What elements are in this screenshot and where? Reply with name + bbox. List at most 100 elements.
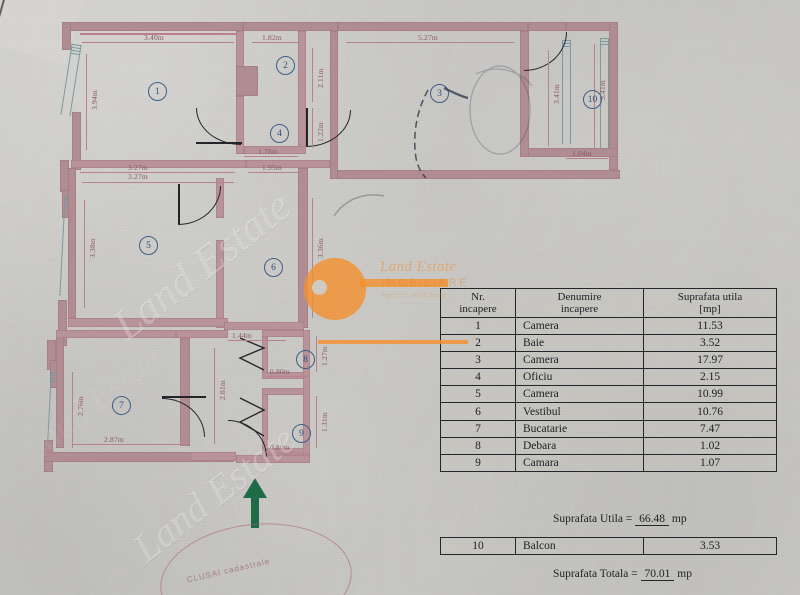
- balcony-area: 3.53: [643, 536, 777, 556]
- wall-room8-top: [262, 330, 310, 337]
- suprafata-totala-summary: Suprafata Totala = 70.01 mp: [553, 568, 692, 581]
- dim-room8-right: 1.27m: [320, 346, 329, 366]
- row-name: Oficiu: [515, 368, 644, 387]
- dimline-room9-width: [266, 452, 308, 453]
- room-number-8: 8: [296, 350, 315, 369]
- header-area: Suprafata utila [mp]: [643, 288, 777, 318]
- door-room7: [162, 398, 205, 437]
- wall-top-notch: [528, 22, 566, 31]
- dim-room9-right: 1.31m: [320, 412, 329, 432]
- wall-balcony-left: [520, 31, 529, 157]
- wall-room9-left: [262, 394, 268, 450]
- door-balcony: [524, 32, 567, 71]
- ghost-watermark-left: Land Estate: [14, 331, 175, 471]
- utila-unit: mp: [671, 513, 687, 525]
- dimline-room6-right: [312, 198, 313, 318]
- dim-room8-width: 0.80m: [270, 367, 290, 376]
- dim-room2-right: 2.11m: [316, 68, 325, 88]
- dimline-room9-right: [316, 396, 317, 448]
- wall-room5-bottom: [68, 318, 228, 327]
- row-area: 1.02: [643, 436, 777, 455]
- dim-room2-top: 1.82m: [262, 33, 282, 42]
- door-leaf-room5: [178, 184, 180, 224]
- wall-left-top: [62, 22, 71, 50]
- row-area: 2.15: [643, 368, 777, 387]
- dimline-room7-right: [214, 348, 215, 444]
- row-nr: 3: [440, 351, 516, 370]
- key-shaft: [360, 279, 448, 287]
- balcony-name: Balcon: [515, 536, 644, 556]
- dim-room3-top: 5.27m: [418, 33, 438, 42]
- row-name: Bucatarie: [515, 419, 644, 438]
- utila-value: 66.48: [635, 513, 670, 526]
- dim-room9-width: 0.80m: [270, 443, 290, 452]
- dim-balcony-bottom: 1.04m: [572, 149, 592, 158]
- dimline-balcony-bottom: [566, 158, 608, 159]
- dimline-room2-right: [312, 48, 313, 102]
- table-head: Nr. incapere Denumire incapere Suprafata…: [440, 288, 777, 318]
- utila-label: Suprafata Utila =: [553, 513, 633, 525]
- row-nr: 2: [440, 334, 516, 353]
- totala-unit: mp: [677, 568, 692, 580]
- dimline-room1-bottom: [80, 172, 235, 173]
- wall-closets-right: [303, 330, 310, 455]
- wall-left-mid2: [60, 160, 69, 192]
- door-room1: [196, 108, 241, 145]
- entry-arrow-icon: [243, 478, 267, 528]
- wall-room5-left: [68, 168, 76, 318]
- row-name: Baie: [515, 334, 644, 353]
- row-name: Camara: [515, 453, 644, 472]
- row-nr: 6: [440, 402, 516, 421]
- row-name: Camera: [515, 385, 644, 404]
- header-name-line2: incapere: [560, 303, 599, 315]
- balcony-table: 10 Balcon 3.53: [440, 536, 777, 556]
- wall-room9-top: [262, 388, 310, 395]
- line-room1-top: [80, 33, 236, 35]
- wall-top-room2: [243, 22, 338, 31]
- dimline-room4-right: [312, 108, 313, 148]
- wall-right-balcony: [609, 22, 618, 170]
- wall-room7-top2: [176, 330, 228, 338]
- row-nr: 8: [440, 436, 516, 455]
- header-nr-line1: Nr.: [471, 291, 485, 303]
- door-leaf-room1: [196, 142, 242, 144]
- wall-bottom-mid: [190, 452, 236, 461]
- wall-room6-bottom: [224, 322, 304, 330]
- dim-room4-right: 1.22m: [316, 122, 325, 142]
- door-room5: [178, 186, 221, 225]
- wall-room7-bottom: [44, 452, 234, 462]
- dim-room7-right: 2.81m: [218, 380, 227, 400]
- row-name: Debara: [515, 436, 644, 455]
- dim-room1-top: 3.40m: [144, 33, 164, 42]
- door-leaf-room2: [306, 108, 308, 146]
- wall-room8-bottom: [262, 372, 310, 379]
- room-number-10: 10: [583, 90, 602, 109]
- wall-top-balcony: [566, 22, 618, 31]
- window-balcony-outer: [600, 38, 609, 148]
- wall-room2-right: [298, 31, 306, 153]
- wall-room6-right: [298, 168, 308, 328]
- dimline-room5-left: [84, 200, 85, 308]
- wall-room5-right-bot: [216, 240, 224, 328]
- wall-left-low2: [50, 360, 59, 388]
- row-nr: 7: [440, 419, 516, 438]
- balcony-table-body: 10 Balcon 3.53: [440, 536, 777, 556]
- row-nr: 9: [440, 453, 516, 472]
- dimline-room4-top: [244, 156, 298, 157]
- pen-mark-room3-faint: [469, 65, 533, 155]
- wall-left-low1: [47, 340, 56, 370]
- dimline-room1-top: [82, 42, 234, 43]
- door-leaf-room7: [162, 396, 206, 398]
- wall-bottom-balcony: [528, 148, 618, 157]
- wall-room3-left: [330, 31, 338, 179]
- dim-room4-top: 1.78m: [258, 147, 278, 156]
- key-head: [304, 258, 366, 320]
- row-area: 10.76: [643, 402, 777, 421]
- suprafata-utila-summary: Suprafata Utila = 66.48 mp: [553, 513, 687, 526]
